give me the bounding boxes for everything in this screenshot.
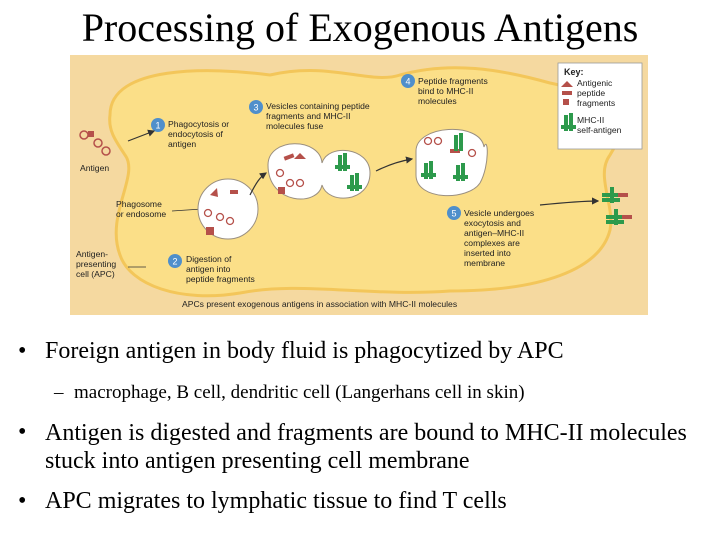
mhc-ii-icon [561, 113, 576, 131]
bullet-text: Antigen is digested and fragments are bo… [45, 420, 687, 474]
apc-label-line3: cell (APC) [76, 269, 115, 279]
step-2-line3: peptide fragments [186, 274, 255, 284]
apc-label-line2: presenting [76, 259, 116, 269]
step-1-line2: endocytosis of [168, 129, 224, 139]
fusing-vesicles [267, 143, 371, 200]
phagosome-label-line1: Phagosome [116, 199, 162, 209]
step-5-line6: membrane [464, 258, 505, 268]
step-4-line3: molecules [418, 96, 457, 106]
key-title: Key: [564, 67, 584, 77]
step-5-line3: antigen–MHC-II [464, 228, 524, 238]
step-5-line2: exocytosis and [464, 218, 521, 228]
phagosome-vesicle [197, 178, 259, 240]
step-1-badge: 1 [151, 118, 165, 132]
arrow-into-cell [127, 129, 156, 142]
key-mhc-line1: MHC-II [577, 115, 604, 125]
key-antigen-line3: fragments [577, 98, 615, 108]
step-3-line3: molecules fuse [266, 121, 324, 131]
svg-text:4: 4 [405, 77, 410, 87]
svg-text:2: 2 [172, 257, 177, 267]
step-4-line1: Peptide fragments [418, 76, 488, 86]
bullet-text: Foreign antigen in body fluid is phagocy… [45, 338, 564, 364]
step-2-line1: Digestion of [186, 254, 232, 264]
svg-text:3: 3 [253, 103, 258, 113]
step-5-line5: inserted into [464, 248, 511, 258]
binding-vesicle [415, 128, 488, 196]
bullet-marker: • [18, 488, 27, 514]
step-5-line1: Vesicle undergoes [464, 208, 534, 218]
step-4-badge: 4 [401, 74, 415, 88]
step-3-badge: 3 [249, 100, 263, 114]
antigenic-peptide-icon [561, 81, 573, 105]
step-2-line2: antigen into [186, 264, 231, 274]
bullet-marker: • [18, 419, 27, 445]
phagosome-label-line2: or endosome [116, 209, 166, 219]
slide-title: Processing of Exogenous Antigens [81, 5, 639, 50]
step-3-line1: Vesicles containing peptide [266, 101, 370, 111]
step-3-line2: fragments and MHC-II [266, 111, 351, 121]
figure-caption: APCs present exogenous antigens in assoc… [182, 299, 457, 309]
step-2-badge: 2 [168, 254, 182, 268]
sub-bullet-text: macrophage, B cell, dendritic cell (Lang… [74, 382, 525, 403]
step-1-line3: antigen [168, 139, 196, 149]
key-box: Key: Antigenic peptide fragments MHC-II … [557, 62, 643, 150]
step-5-badge: 5 [447, 206, 461, 220]
svg-text:5: 5 [451, 209, 456, 219]
apc-diagram: Key: Antigenic peptide fragments MHC-II … [70, 55, 648, 315]
bullet-text: APC migrates to lymphatic tissue to find… [45, 488, 507, 514]
svg-text:1: 1 [155, 121, 160, 131]
free-antigen-icon [79, 130, 111, 156]
key-antigen-line2: peptide [577, 88, 605, 98]
apc-label-line1: Antigen- [76, 249, 108, 259]
key-mhc-line2: self-antigen [577, 125, 622, 135]
sub-bullet-item: – macrophage, B cell, dendritic cell (La… [54, 382, 525, 404]
step-5-line4: complexes are [464, 238, 520, 248]
membrane-mhc-complexes [602, 187, 632, 225]
step-1-line1: Phagocytosis or [168, 119, 229, 129]
step-4-line2: bind to MHC-II [418, 86, 473, 96]
antigen-label: Antigen [80, 163, 109, 173]
sub-bullet-marker: – [54, 382, 64, 403]
bullet-marker: • [18, 338, 27, 364]
key-antigen-line1: Antigenic [577, 78, 613, 88]
